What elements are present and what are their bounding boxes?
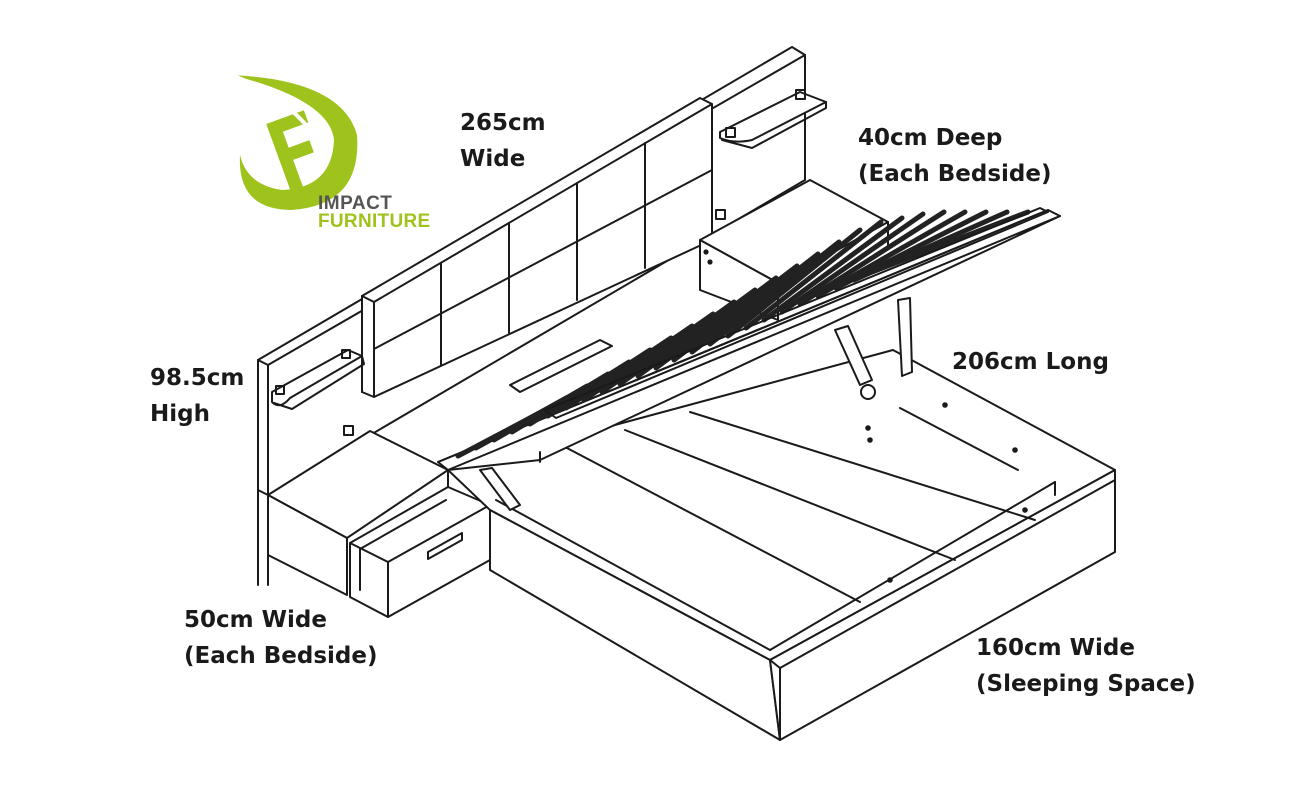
padded-headboard [361,97,713,398]
length-label: 206cm Long [952,349,1109,375]
bedside-width-label: 50cm Wide (Each Bedside) [184,607,378,669]
headboard-width-label: 265cm Wide [460,110,546,172]
slatted-base-lifted [437,207,1061,471]
brand-line-furniture: FURNITURE [318,211,431,232]
left-bedside [267,430,491,618]
left-socket [343,425,354,436]
sleeping-width-label: 160cm Wide (Sleeping Space) [976,635,1196,697]
brand-line-impact: IMPACT [318,193,393,214]
height-label: 98.5cm High [150,365,245,427]
left-shelf [271,349,365,410]
bedside-depth-label: 40cm Deep (Each Bedside) [858,125,1052,187]
right-socket [715,209,726,220]
gas-strut-mechanism [479,297,913,511]
bed-base [447,349,1116,741]
impact-furniture-logo [231,73,358,210]
right-shelf [719,89,827,149]
